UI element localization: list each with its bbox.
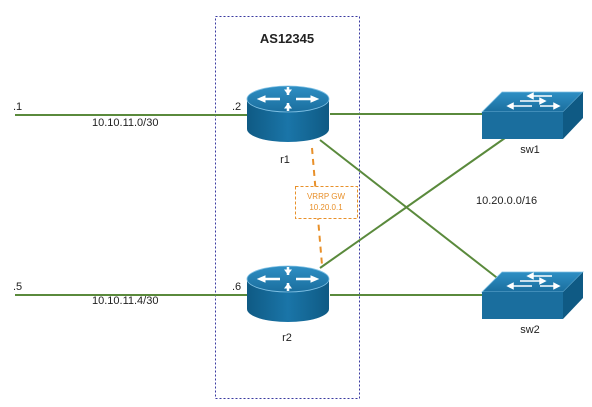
upstream1-subnet: 10.10.11.0/30	[92, 117, 158, 129]
upstream1-right-ip: .2	[232, 101, 241, 113]
upstream1-left-ip: .1	[13, 101, 22, 113]
switch-sw2-label: sw2	[520, 324, 540, 336]
upstream2-right-ip: .6	[232, 281, 241, 293]
switch-sw1-label: sw1	[520, 144, 540, 156]
upstream2-left-ip: .5	[13, 281, 22, 293]
router-r1-label: r1	[280, 154, 290, 166]
vrrp-label-line1: VRRP GW	[307, 192, 346, 201]
upstream2-subnet: 10.10.11.4/30	[92, 295, 158, 307]
as-boundary-box	[215, 16, 360, 399]
router-r2[interactable]: r2	[246, 265, 330, 344]
link-r1-sw2	[319, 139, 506, 285]
link-r2-sw1	[319, 137, 506, 269]
lan-subnet-label: 10.20.0.0/16	[476, 195, 537, 207]
vrrp-label-line2: 10.20.0.1	[309, 203, 343, 212]
switch-icon	[481, 271, 584, 319]
router-icon	[246, 85, 330, 142]
as-label: AS12345	[260, 31, 314, 46]
links	[15, 113, 506, 296]
router-r2-label: r2	[282, 332, 292, 344]
switch-icon	[481, 91, 584, 139]
switch-sw1[interactable]: sw1	[481, 91, 584, 156]
router-icon	[246, 265, 330, 322]
vrrp-label-box: VRRP GW 10.20.0.1	[295, 186, 358, 219]
switch-sw2[interactable]: sw2	[481, 271, 584, 336]
router-r1[interactable]: r1	[246, 85, 330, 166]
